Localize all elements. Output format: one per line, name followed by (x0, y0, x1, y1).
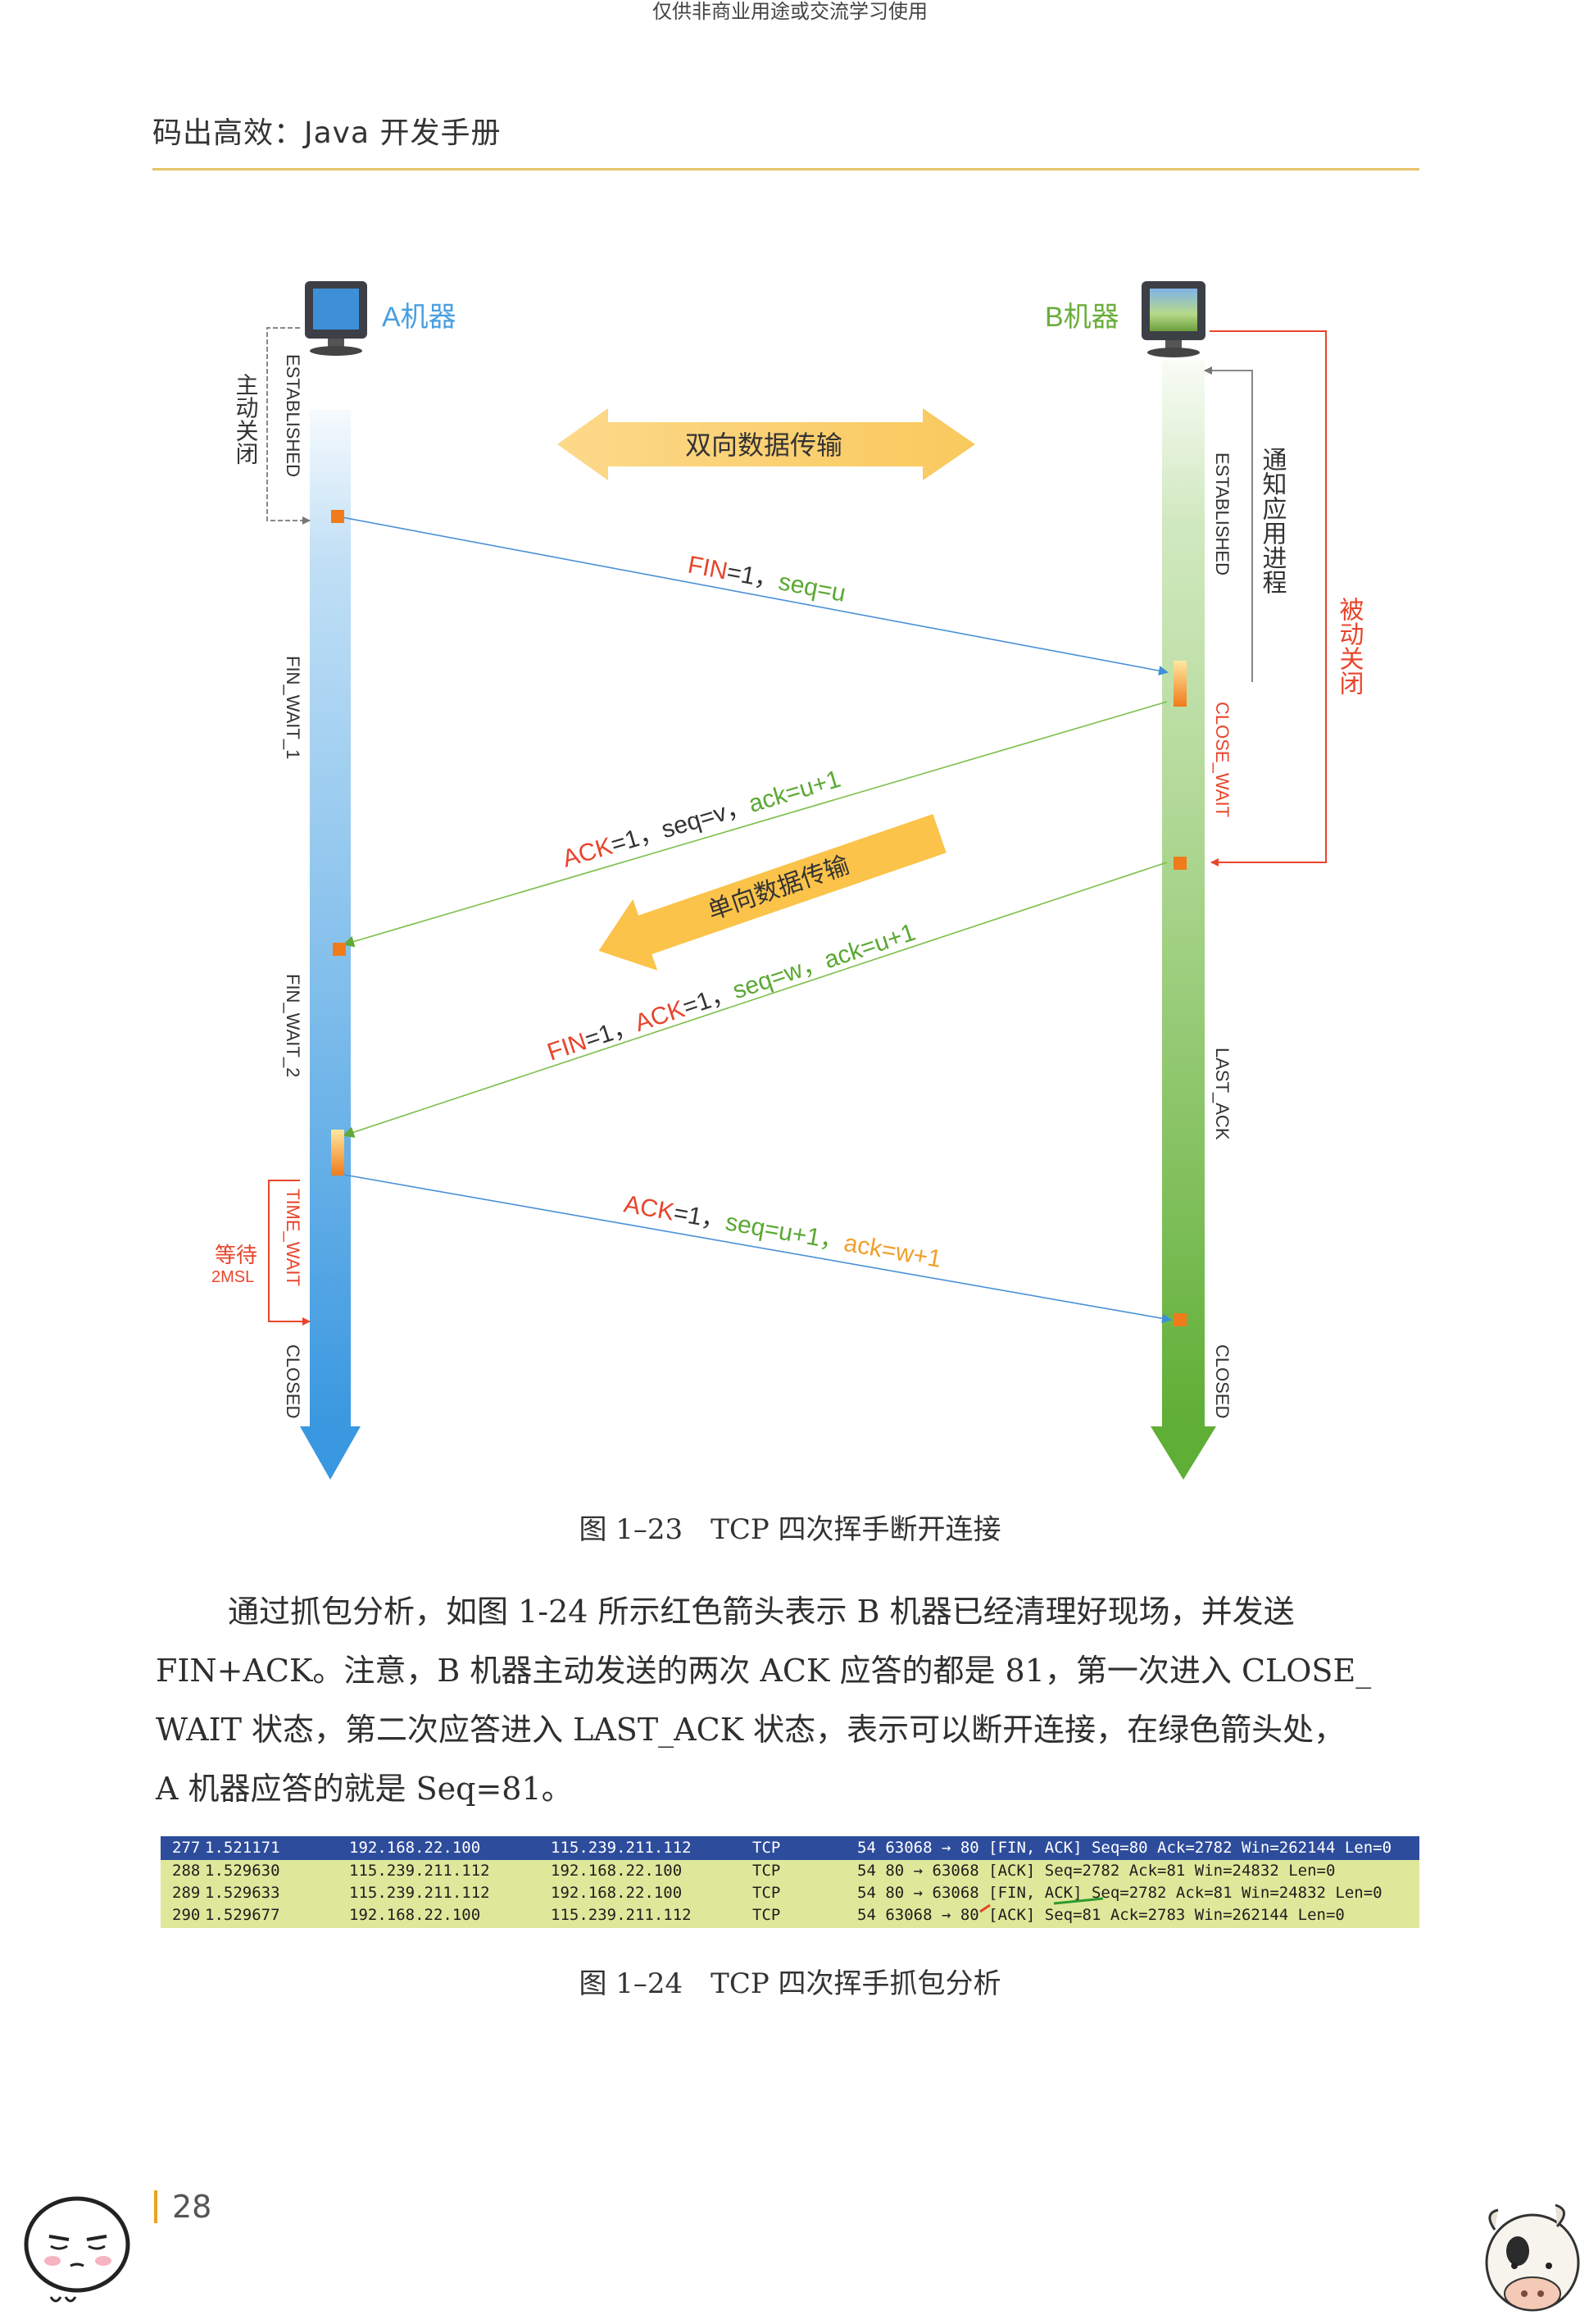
mascot-face-icon (24, 2196, 130, 2303)
body-paragraph: 通过抓包分析，如图 1-24 所示红色箭头表示 B 机器已经清理好现场，并发送 … (156, 1582, 1423, 1818)
marker-b-2 (1174, 857, 1187, 870)
figure-caption-1-23: 图 1–23 TCP 四次挥手断开连接 (579, 1513, 1001, 1546)
state-a-fin-wait-2: FIN_WAIT_2 (283, 974, 303, 1077)
packet-row: 288 1.529630 115.239.211.112 192.168.22.… (172, 1862, 1336, 1880)
marker-b-1 (1174, 661, 1187, 707)
msg2-label: ACK=1，seq=v，ack=u+1 (560, 766, 844, 873)
note-wait-line2: 2MSL (211, 1268, 254, 1286)
msg4-line (338, 1173, 1172, 1324)
state-b-established: ESTABLISHED (1212, 453, 1233, 575)
note-notify-app: 通知应用进程 (1259, 447, 1287, 594)
active-close-bracket (266, 327, 311, 525)
passive-close-bracket (1210, 330, 1327, 866)
tcp-four-way-handshake-diagram: A机器 B机器 ESTABLISHED FIN_WAIT_1 FIN_WAIT_… (211, 281, 1364, 1480)
msg1-label: FIN=1，seq=u (686, 551, 848, 607)
label-bidirectional: 双向数据传输 (685, 430, 842, 460)
packet-capture-table: 277 1.521171 192.168.22.100 115.239.211.… (161, 1836, 1419, 1928)
packet-row: 289 1.529633 115.239.211.112 192.168.22.… (172, 1884, 1382, 1902)
capture-annotation-arrows (979, 1897, 1104, 1913)
time-wait-bracket (268, 1180, 311, 1326)
note-passive-close: 被动关闭 (1336, 597, 1364, 695)
state-a-closed: CLOSED (283, 1344, 303, 1418)
msg3-line (343, 862, 1168, 1138)
machine-b-label: B机器 (1045, 302, 1119, 333)
header-rule (152, 168, 1419, 171)
red-arrow-icon (979, 1903, 991, 1913)
computer-b-icon (1142, 281, 1205, 357)
machine-a-label: A机器 (382, 302, 456, 333)
marker-a-3 (331, 1130, 344, 1176)
note-wait-line1: 等待 (215, 1243, 257, 1267)
state-a-established: ESTABLISHED (283, 354, 303, 477)
paragraph-line-4: A 机器应答的就是 Seq=81。 (156, 1771, 573, 1807)
computer-a-icon (305, 281, 367, 356)
msg2-line (343, 701, 1168, 948)
lifeline-a (300, 410, 361, 1480)
packet-row: 290 1.529677 192.168.22.100 115.239.211.… (172, 1906, 1345, 1924)
marker-a-1 (331, 510, 344, 523)
note-active-close: 主动关闭 (234, 373, 259, 465)
paragraph-line-3: WAIT 状态，第二次应答进入 LAST_ACK 状态，表示可以断开连接，在绿色… (156, 1712, 1346, 1748)
state-a-time-wait: TIME_WAIT (283, 1189, 303, 1286)
marker-b-3 (1174, 1313, 1187, 1326)
cow-mascot-icon (1485, 2203, 1580, 2312)
watermark: 仅供非商业用途或交流学习使用 (652, 0, 928, 23)
figure-caption-1-24: 图 1–24 TCP 四次挥手抓包分析 (579, 1967, 1001, 2000)
msg3-label: FIN=1，ACK=1，seq=w，ack=u+1 (544, 919, 919, 1066)
paragraph-line-2: FIN+ACK。注意，B 机器主动发送的两次 ACK 应答的都是 81，第一次进… (156, 1653, 1372, 1689)
bidirectional-arrow (557, 408, 975, 480)
msg1-line (337, 516, 1169, 676)
state-a-fin-wait-1: FIN_WAIT_1 (283, 656, 303, 759)
state-b-close-wait: CLOSE_WAIT (1212, 702, 1233, 817)
state-b-last-ack: LAST_ACK (1212, 1048, 1233, 1140)
marker-a-2 (333, 943, 346, 956)
running-head: 码出高效：Java 开发手册 (152, 116, 502, 150)
green-arrow-icon (1053, 1897, 1104, 1905)
lifeline-b (1151, 361, 1216, 1480)
unidirectional-arrow (598, 813, 947, 971)
state-b-closed: CLOSED (1212, 1344, 1233, 1418)
packet-row: 277 1.521171 192.168.22.100 115.239.211.… (161, 1836, 1419, 1860)
notify-bracket (1204, 366, 1253, 682)
paragraph-line-1: 通过抓包分析，如图 1-24 所示红色箭头表示 B 机器已经清理好现场，并发送 (228, 1594, 1295, 1630)
page-number: 28 (154, 2190, 211, 2223)
